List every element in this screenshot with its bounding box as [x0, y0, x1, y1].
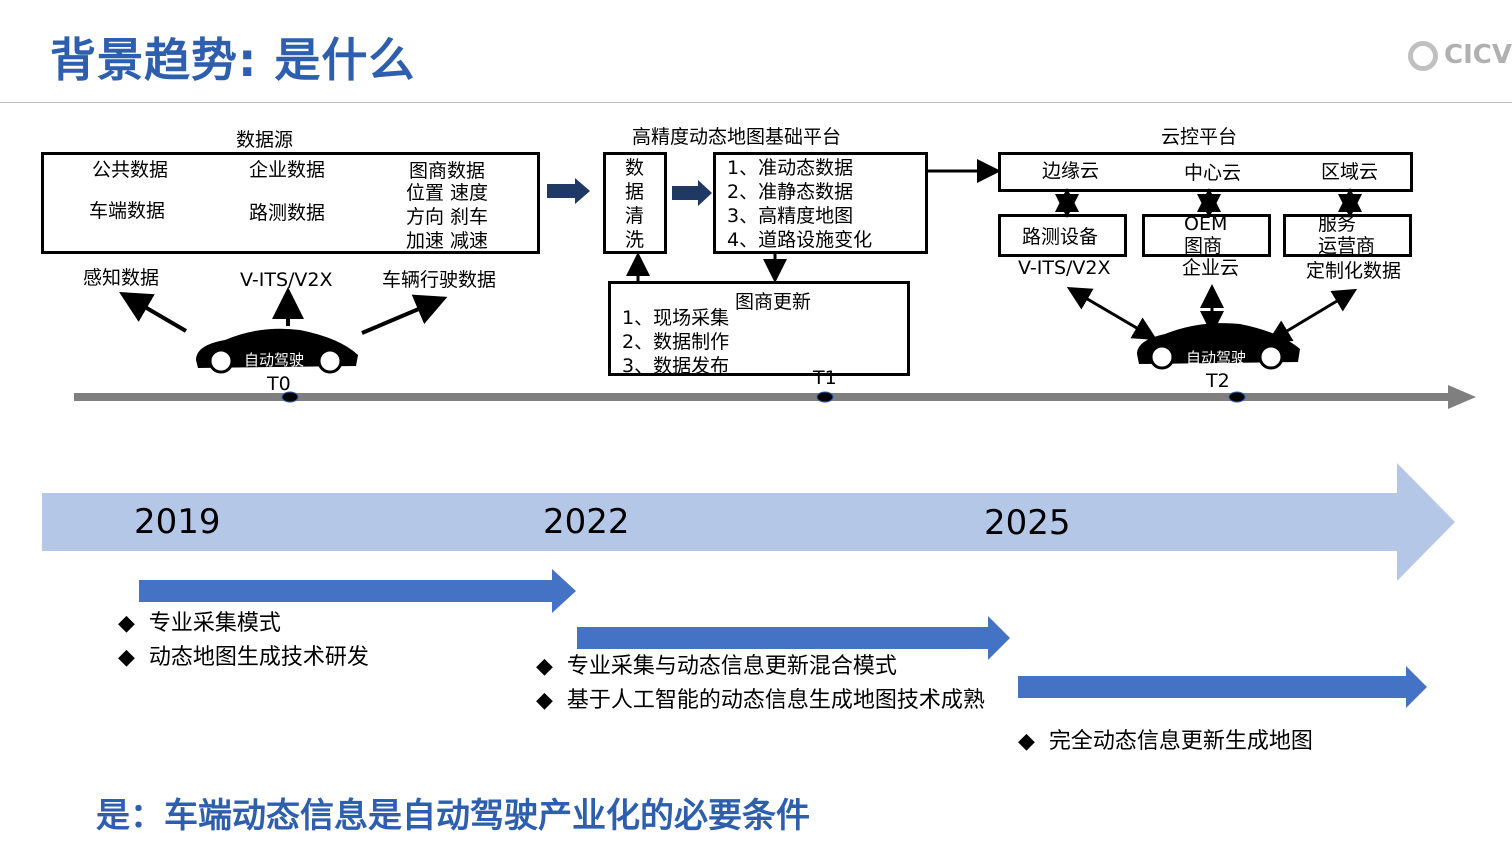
- source-item: 路测数据: [249, 202, 326, 224]
- t2-marker: [1228, 391, 1246, 403]
- service-label: 服务运营商: [1318, 213, 1376, 257]
- t0-marker: [281, 391, 299, 403]
- car-label: 自动驾驶: [244, 351, 305, 369]
- phase-1-arrow: [139, 569, 576, 613]
- phase-3-bullets: ◆ 完全动态信息更新生成地图: [1018, 729, 1313, 754]
- cloud-under: 定制化数据: [1306, 260, 1402, 282]
- source-box: [41, 152, 540, 254]
- oem-box: [1142, 214, 1271, 257]
- cloud-box: [998, 152, 1413, 192]
- roadside-label: 路测设备: [1022, 226, 1099, 248]
- year-label: 2022: [543, 502, 630, 542]
- cloud-label: 云控平台: [1161, 126, 1238, 148]
- phase-1-bullets: ◆ 专业采集模式 ◆ 动态地图生成技术研发: [118, 611, 369, 670]
- cloud-item: 中心云: [1184, 162, 1242, 184]
- cicv-logo: CICV: [1408, 40, 1512, 71]
- timeline-point: T2: [1206, 370, 1230, 392]
- platform-box: [713, 152, 928, 254]
- car-icon-t0: [196, 328, 358, 374]
- car-output: 车辆行驶数据: [382, 269, 497, 291]
- update-label: 图商更新: [735, 291, 812, 313]
- source-label: 数据源: [236, 129, 294, 151]
- conclusion: 是：车端动态信息是自动驾驶产业化的必要条件: [96, 796, 810, 836]
- year-band-arrow: [42, 463, 1455, 581]
- data-clean-box: [603, 152, 667, 254]
- phase-2-arrow: [577, 616, 1010, 660]
- timeline-arrowhead: [1448, 385, 1476, 409]
- year-label: 2019: [134, 502, 221, 542]
- data-clean-text: 数据清洗: [625, 157, 645, 251]
- car-output: V-ITS/V2X: [240, 269, 333, 291]
- update-box: [608, 281, 910, 376]
- source-item: 公共数据: [92, 159, 169, 181]
- page-title: 背景趋势: 是什么: [50, 33, 416, 87]
- source-item: 图商数据: [409, 160, 486, 182]
- timeline-point: T1: [813, 367, 837, 389]
- service-box: [1283, 214, 1412, 257]
- header-divider: [0, 102, 1512, 103]
- source-item: 企业数据: [249, 159, 326, 181]
- t1-marker: [816, 391, 834, 403]
- map-details: 位置 速度方向 刹车加速 减速: [406, 182, 489, 252]
- car-label: 自动驾驶: [1186, 349, 1247, 367]
- platform-label: 高精度动态地图基础平台: [632, 126, 842, 148]
- cloud-under: 企业云: [1182, 257, 1240, 279]
- cloud-item: 区域云: [1321, 161, 1379, 183]
- phase-3-arrow: [1018, 666, 1427, 708]
- roadside-box: [998, 214, 1127, 257]
- cloud-under: V-ITS/V2X: [1018, 257, 1111, 279]
- phase-2-bullets: ◆ 专业采集与动态信息更新混合模式 ◆ 基于人工智能的动态信息生成地图技术成熟: [536, 654, 985, 713]
- car-output: 感知数据: [83, 267, 160, 289]
- source-item: 车端数据: [89, 200, 166, 222]
- timeline-point: T0: [267, 373, 291, 395]
- car-icon-t2: [1137, 323, 1300, 370]
- cloud-item: 边缘云: [1042, 160, 1100, 182]
- year-label: 2025: [984, 503, 1071, 543]
